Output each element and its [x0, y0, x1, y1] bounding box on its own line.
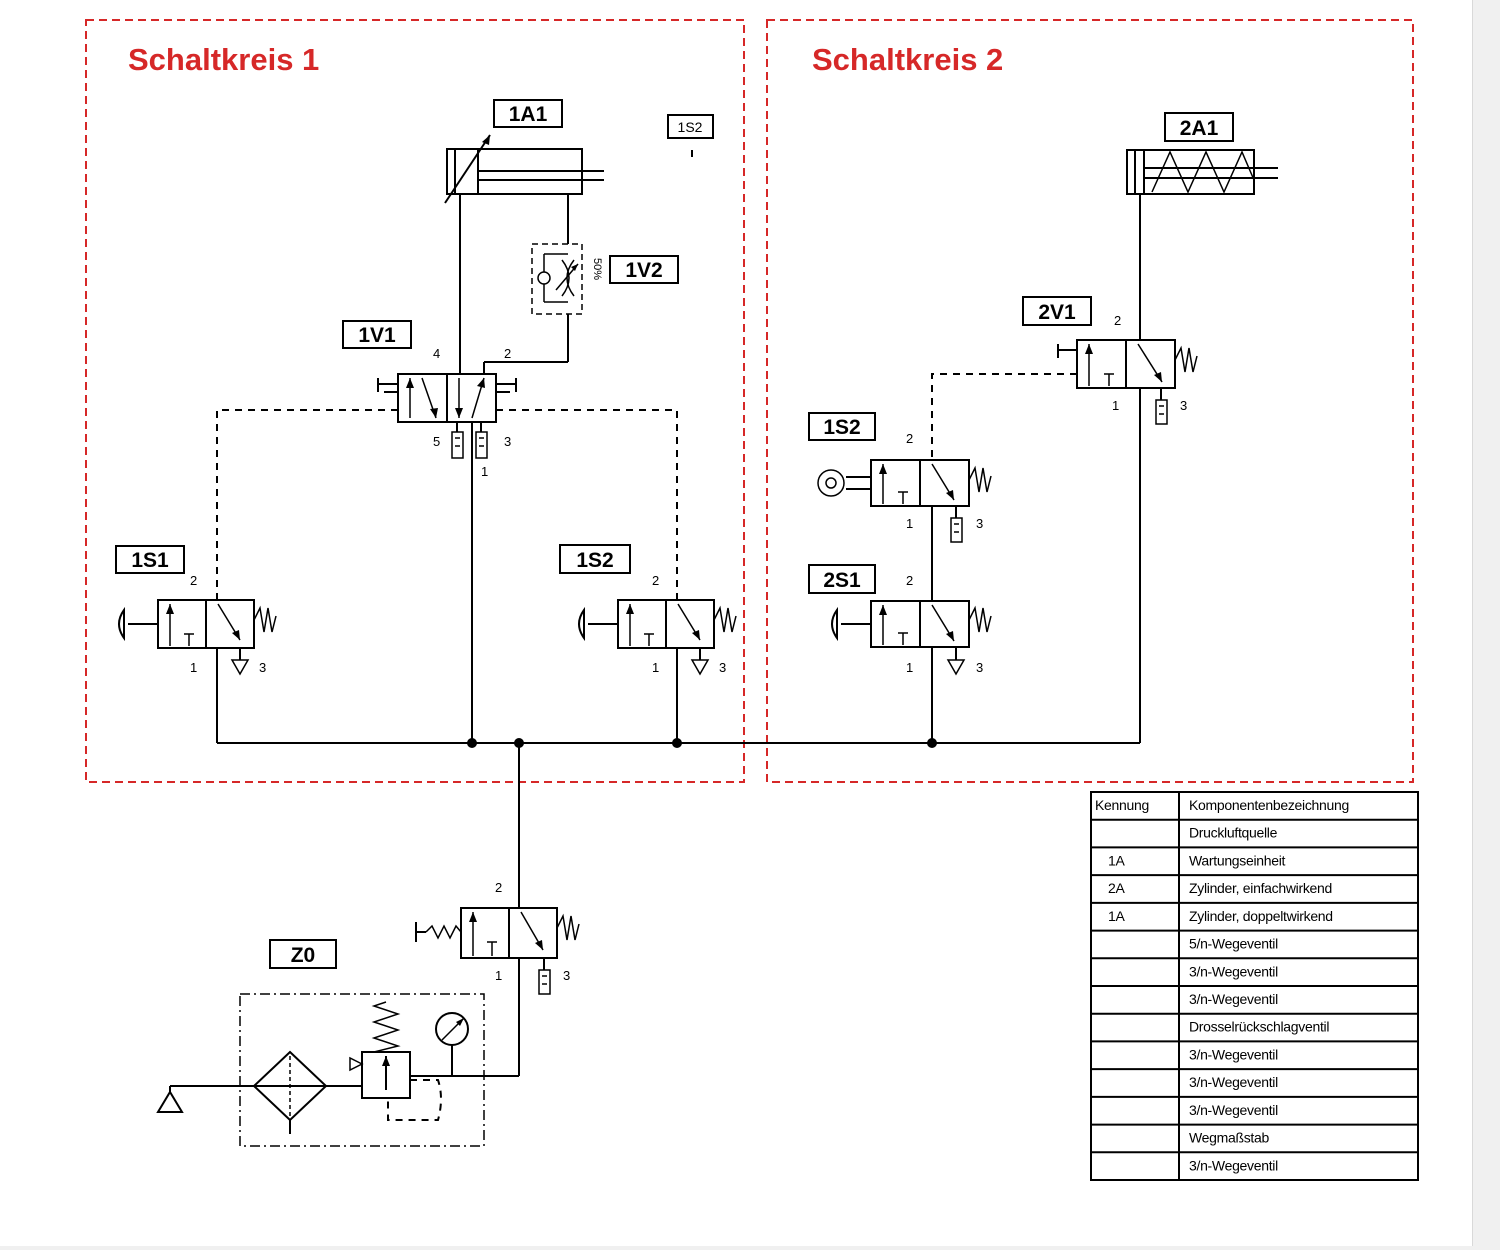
port-1v1-5: 5 [433, 434, 440, 449]
port-1v1-2: 2 [504, 346, 511, 361]
port-1s1-1: 1 [190, 660, 197, 675]
svg-text:1V1: 1V1 [358, 324, 396, 347]
table-cell-component: 3/n-Wegeventil [1189, 991, 1278, 1007]
cylinder-1a1[interactable] [444, 134, 604, 204]
table-cell-component: 3/n-Wegeventil [1189, 1157, 1278, 1173]
svg-text:2V1: 2V1 [1038, 301, 1076, 324]
port-1s2l-3: 3 [719, 660, 726, 675]
section-frame-1 [85, 19, 745, 783]
viewer-scroll-edge [1472, 0, 1500, 1250]
table-cell-component: 5/n-Wegeventil [1189, 936, 1278, 952]
table-cell-component: Wartungseinheit [1189, 852, 1286, 868]
table-cell-component: Drosselrückschlagventil [1189, 1019, 1329, 1035]
table-cell-kennung: 1A [1108, 852, 1125, 868]
pneumatic-schematic: Schaltkreis 1 Schaltkreis 2 1A1 1S2 [85, 19, 1419, 1181]
port-2s1-3: 3 [976, 660, 983, 675]
port-main-2: 2 [495, 880, 502, 895]
port-1s2r-1: 1 [906, 516, 913, 531]
tag-2a1: 2A1 [1164, 112, 1234, 142]
tag-2s1: 2S1 [808, 564, 876, 594]
port-1s2l-1: 1 [652, 660, 659, 675]
port-1v1-1: 1 [481, 464, 488, 479]
table-cell-component: Zylinder, einfachwirkend [1189, 880, 1332, 896]
table-header-kennung: Kennung [1095, 797, 1149, 813]
table-cell-component: Zylinder, doppeltwirkend [1189, 908, 1333, 924]
cylinder-2a1[interactable] [1126, 149, 1278, 195]
table-cell-component: Druckluftquelle [1189, 825, 1278, 841]
viewer-bottom-edge [0, 1246, 1500, 1250]
air-source [156, 1085, 254, 1113]
port-2v1-1: 1 [1112, 398, 1119, 413]
svg-text:Z0: Z0 [291, 944, 316, 967]
svg-text:1S1: 1S1 [131, 549, 169, 572]
tag-z0: Z0 [269, 939, 337, 969]
valve-1v1[interactable] [377, 373, 517, 459]
table-header-component: Komponentenbezeichnung [1189, 797, 1349, 813]
port-2v1-2: 2 [1114, 313, 1121, 328]
port-1s1-3: 3 [259, 660, 266, 675]
valve-1s2-left[interactable] [578, 599, 737, 676]
table-cell-kennung: 2A [1108, 880, 1125, 896]
tag-1s2-left: 1S2 [559, 544, 631, 574]
tag-1v2: 1V2 [609, 255, 679, 284]
throttle-mark: 50% [591, 258, 603, 280]
port-2v1-3: 3 [1180, 398, 1187, 413]
port-1v1-4: 4 [433, 346, 440, 361]
port-main-3: 3 [563, 968, 570, 983]
svg-text:1S2: 1S2 [823, 416, 860, 439]
valve-1s1[interactable] [118, 599, 277, 676]
port-1v1-3: 3 [504, 434, 511, 449]
port-1s1-2: 2 [190, 573, 197, 588]
tag-1v1: 1V1 [342, 320, 412, 349]
table-cell-component: Wegmaßstab [1189, 1130, 1270, 1146]
port-1s2r-3: 3 [976, 516, 983, 531]
port-main-1: 1 [495, 968, 502, 983]
service-unit-z0[interactable] [239, 993, 485, 1147]
table-cell-component: 3/n-Wegeventil [1189, 1074, 1278, 1090]
svg-text:2A1: 2A1 [1180, 117, 1219, 140]
svg-text:1A1: 1A1 [509, 103, 548, 126]
table-cell-component: 3/n-Wegeventil [1189, 963, 1278, 979]
section-frame-2 [766, 19, 1414, 783]
section-title-2: Schaltkreis 2 [812, 42, 1003, 77]
svg-text:2S1: 2S1 [823, 569, 861, 592]
section-title-1: Schaltkreis 1 [128, 42, 319, 77]
valve-2v1[interactable] [1057, 339, 1198, 425]
port-2s1-2: 2 [906, 573, 913, 588]
port-1s2l-2: 2 [652, 573, 659, 588]
parts-table: Kennung KomponentenbezeichnungDruckluftqu… [1090, 791, 1419, 1181]
svg-text:1S2: 1S2 [576, 549, 613, 572]
valve-1s2-right[interactable] [817, 459, 992, 543]
port-1s2r-2: 2 [906, 431, 913, 446]
tag-1a1: 1A1 [493, 99, 563, 128]
valve-2s1[interactable] [831, 600, 992, 676]
throttle-check-valve-1v2[interactable]: 50% [531, 243, 603, 315]
pilot-line-2v1 [931, 373, 1077, 460]
svg-text:1V2: 1V2 [625, 259, 662, 282]
svg-text:1S2: 1S2 [678, 119, 703, 135]
tag-1s2-right: 1S2 [808, 412, 876, 441]
port-2s1-1: 1 [906, 660, 913, 675]
table-cell-component: 3/n-Wegeventil [1189, 1102, 1278, 1118]
table-cell-component: 3/n-Wegeventil [1189, 1046, 1278, 1062]
tag-1s2-small: 1S2 [667, 114, 714, 157]
main-shutoff-valve[interactable] [415, 907, 580, 995]
tag-2v1: 2V1 [1022, 296, 1092, 326]
pilot-line-1s1 [216, 409, 398, 600]
tag-1s1: 1S1 [115, 545, 185, 574]
supply-line [217, 738, 1140, 908]
table-cell-kennung: 1A [1108, 908, 1125, 924]
